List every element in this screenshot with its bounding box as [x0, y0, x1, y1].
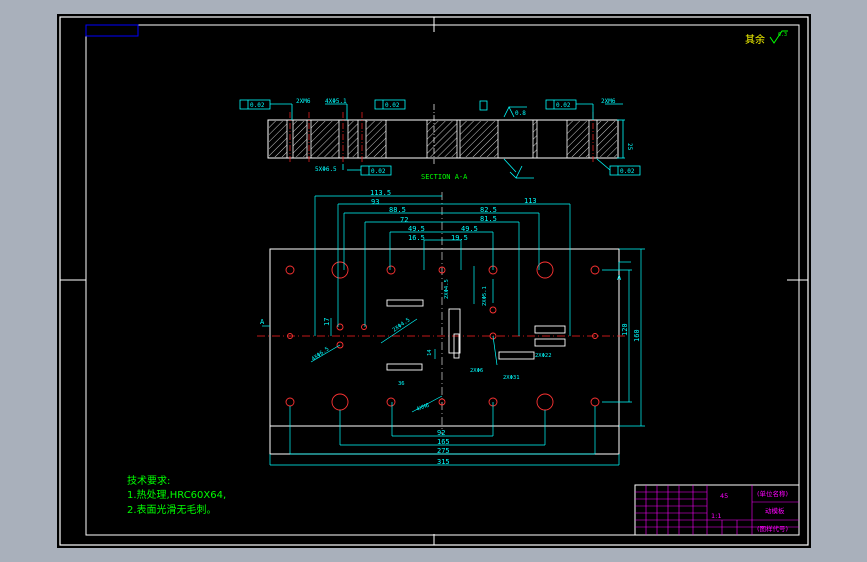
- hole-note: 5XΦ6.5: [315, 166, 337, 173]
- technical-notes: 技术要求: 1.热处理,HRC60X64, 2.表面光滑无毛刺。: [127, 474, 226, 516]
- dim-label: 93: [371, 198, 379, 206]
- dim-label: 16.5: [408, 234, 425, 242]
- hatch-region: [597, 121, 617, 157]
- unit-name: (单位名称): [757, 489, 788, 498]
- roughness-value: 6.3: [778, 32, 787, 38]
- hole: [386, 397, 396, 407]
- callout-parallel: 0.02: [620, 168, 635, 175]
- hole-note: 2XΦ4.5: [392, 317, 412, 333]
- roughness-symbol: [769, 30, 788, 44]
- hatch-region: [348, 121, 358, 157]
- hole: [285, 265, 295, 275]
- dim-label: 92: [437, 429, 445, 437]
- cad-drawing: 其余 6.3: [59, 16, 809, 546]
- guide-pin-hole: [536, 393, 554, 411]
- hatch-region: [460, 121, 498, 157]
- part-name: 动模板: [765, 506, 785, 515]
- hole: [438, 398, 446, 406]
- hole: [592, 333, 598, 339]
- dim-label: 17: [323, 318, 331, 326]
- hole-note: 2XΦ5.1: [482, 286, 488, 306]
- callout-flatness: 0.02: [371, 168, 386, 175]
- slot: [498, 351, 535, 360]
- guide-pin-hole: [536, 261, 554, 279]
- hole: [438, 266, 446, 274]
- hatch-region: [366, 121, 386, 157]
- callout-parallel: 0.02: [385, 102, 400, 109]
- hatch-region: [427, 121, 457, 157]
- hatch-region: [567, 121, 589, 157]
- dim-label: 120: [621, 323, 629, 336]
- slot: [453, 333, 460, 359]
- hatch-region: [293, 121, 307, 157]
- outer-frame: [59, 16, 809, 546]
- hole-note: 2XΦ22: [535, 353, 552, 359]
- dim-label: 72: [400, 216, 408, 224]
- hole-note: 2XΦ4.5: [444, 279, 450, 299]
- guide-pin-hole: [331, 261, 349, 279]
- dim-label: 36: [398, 381, 405, 387]
- drawing-code: (图样代号): [757, 524, 788, 533]
- section-view: 0.02 0.02 0.02 0.02 0.02 0.8 2XM6 4XΦ5.1…: [239, 98, 641, 181]
- section-mark: A: [260, 318, 265, 326]
- hatch-region: [269, 121, 287, 157]
- slot: [534, 338, 566, 347]
- dim-label: 315: [437, 458, 450, 466]
- hole-note: 4XM6: [416, 403, 431, 413]
- dim-label: 275: [437, 447, 450, 455]
- hole-note: 2XΦ31: [503, 375, 520, 381]
- hole: [590, 397, 600, 407]
- dim-label: 165: [437, 438, 450, 446]
- dim-label: 82.5: [480, 206, 497, 214]
- slot: [534, 325, 566, 334]
- section-title: SECTION A-A: [421, 173, 468, 181]
- code-box: [85, 24, 139, 37]
- hole: [285, 397, 295, 407]
- slot: [386, 299, 424, 307]
- notes-heading: 技术要求:: [127, 474, 170, 487]
- hatch-region: [533, 121, 537, 157]
- dim-label: 49.5: [461, 225, 478, 233]
- hatch-region: [311, 121, 339, 157]
- note-line: 2.表面光滑无毛刺。: [127, 503, 217, 516]
- plan-view: 113.5 93 88.5 72 49.5 16.5 113 82.5 81.5…: [257, 189, 645, 466]
- slot: [448, 308, 461, 354]
- hole: [336, 341, 344, 349]
- hole: [590, 265, 600, 275]
- hole-note: 2XM6: [296, 98, 311, 105]
- hole-note: 2XΦ6: [470, 368, 483, 374]
- hole-note: 4XΦ6.5: [311, 346, 331, 362]
- guide-pin-hole: [331, 393, 349, 411]
- title-block: 45 (单位名称) 动模板 (图样代号) 1:1: [634, 484, 800, 536]
- hole: [489, 306, 497, 314]
- drawing-sheet: 其余 6.3: [57, 14, 811, 548]
- section-mark: A: [617, 274, 622, 282]
- roughness-label: 其余: [745, 33, 765, 46]
- roughness-value: 0.8: [515, 110, 526, 117]
- section-outline: [267, 119, 619, 159]
- dim-label: 160: [633, 329, 641, 342]
- dim-label: 88.5: [389, 206, 406, 214]
- material-label: 45: [720, 492, 728, 500]
- slot: [386, 363, 423, 371]
- thickness-dim: 25: [626, 143, 633, 151]
- hole: [361, 324, 367, 330]
- callout-flatness: 0.02: [250, 102, 265, 109]
- callout-flatness: 0.02: [556, 102, 571, 109]
- scale-label: 1:1: [711, 512, 721, 520]
- dim-label: 81.5: [480, 215, 497, 223]
- hole-note: 2XM6: [601, 98, 616, 105]
- dim-label: 113.5: [370, 189, 391, 197]
- dim-label: 14: [427, 349, 433, 356]
- hole-note: 4XΦ5.1: [325, 98, 347, 105]
- dim-label: 113: [524, 197, 537, 205]
- hole: [489, 332, 497, 340]
- hole: [287, 333, 293, 339]
- dim-label: 19.5: [451, 234, 468, 242]
- note-line: 1.热处理,HRC60X64,: [127, 488, 226, 501]
- hole: [336, 323, 344, 331]
- dim-label: 49.5: [408, 225, 425, 233]
- hole: [386, 265, 396, 275]
